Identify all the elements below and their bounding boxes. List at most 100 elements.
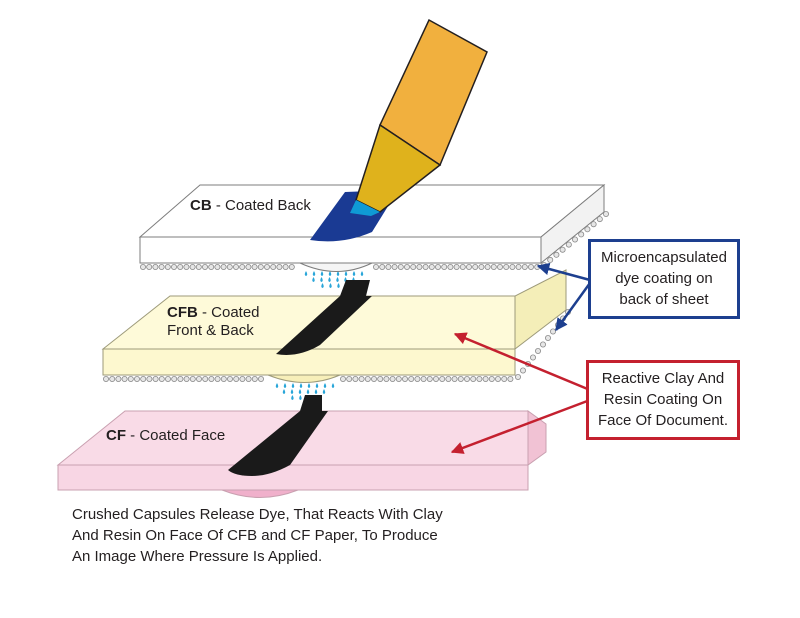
capsule-icon: [385, 263, 392, 270]
clay-callout-line: Reactive Clay And: [601, 370, 725, 387]
cb-label-text: - Coated Back: [211, 197, 311, 214]
capsule-icon: [152, 263, 159, 270]
capsule-icon: [472, 263, 479, 270]
capsule-icon: [422, 263, 429, 270]
capsule-icon: [270, 263, 277, 270]
capsule-icon: [372, 263, 379, 270]
cfb-label: CFB - Coated Front & Back: [167, 304, 260, 340]
capsule-icon: [164, 263, 171, 270]
capsule-icon: [346, 375, 353, 382]
droplet-icon: [291, 395, 294, 400]
droplet-icon: [315, 383, 319, 388]
capsule-icon: [476, 375, 483, 382]
capsule-icon: [547, 256, 554, 263]
droplet-icon: [283, 383, 287, 388]
droplet-icon: [320, 271, 324, 276]
capsule-icon: [507, 375, 514, 382]
capsule-icon: [545, 334, 552, 341]
capsule-icon: [603, 210, 610, 217]
droplet-icon: [304, 271, 308, 276]
capsule-icon: [416, 263, 423, 270]
capsule-icon: [584, 226, 591, 233]
cf-image-mark: [228, 411, 328, 476]
caption-line: An Image Where Pressure Is Applied.: [72, 548, 323, 565]
capsule-icon: [257, 375, 264, 382]
capsule-row-cb: [139, 210, 610, 270]
capsule-icon: [540, 341, 547, 348]
capsule-icon: [220, 375, 227, 382]
capsule-icon: [245, 375, 252, 382]
capsule-icon: [494, 375, 501, 382]
capsule-icon: [553, 251, 560, 258]
capsule-icon: [490, 263, 497, 270]
cf-label-text: - Coated Face: [126, 427, 226, 444]
capsule-icon: [139, 263, 146, 270]
capsule-icon: [276, 263, 283, 270]
droplet-icon: [312, 271, 316, 276]
capsule-icon: [572, 236, 579, 243]
capsule-icon: [530, 354, 537, 361]
droplet-icon: [320, 277, 323, 282]
capsule-icon: [183, 375, 190, 382]
microcapsule-callout: Microencapsulated dye coating on back of…: [588, 239, 740, 319]
droplet-icon: [321, 283, 324, 288]
capsule-icon: [170, 263, 177, 270]
droplet-icon: [344, 271, 348, 276]
microcapsule-callout-line: Microencapsulated: [601, 249, 727, 266]
capsule-icon: [451, 375, 458, 382]
capsule-icon: [403, 263, 410, 270]
capsule-icon: [208, 263, 215, 270]
droplet-icon: [336, 277, 339, 282]
capsule-icon: [146, 375, 153, 382]
cb-label-abbr: CB: [190, 197, 212, 214]
droplet-icon: [331, 383, 335, 388]
capsule-icon: [239, 375, 246, 382]
capsule-icon: [208, 375, 215, 382]
capsule-icon: [441, 263, 448, 270]
droplet-icon: [307, 383, 311, 388]
droplet-icon: [314, 389, 318, 394]
capsule-icon: [535, 347, 542, 354]
capsule-icon: [432, 375, 439, 382]
capsule-icon: [377, 375, 384, 382]
capsule-icon: [410, 263, 417, 270]
capsule-icon: [146, 263, 153, 270]
capsule-icon: [528, 263, 535, 270]
capsule-icon: [509, 263, 516, 270]
capsule-icon: [177, 263, 184, 270]
caption-line: And Resin On Face Of CFB and CF Paper, T…: [72, 527, 438, 544]
cfb-label-text: - Coated: [197, 304, 260, 321]
capsule-icon: [453, 263, 460, 270]
arrow-to-cfb-capsules: [554, 282, 592, 332]
capsule-icon: [288, 263, 295, 270]
capsule-icon: [140, 375, 147, 382]
arrow-to-cf-face: [450, 398, 591, 454]
capsule-icon: [103, 375, 110, 382]
droplet-icon: [322, 389, 326, 394]
capsule-icon: [420, 375, 427, 382]
cb-label: CB - Coated Back: [190, 197, 311, 215]
capsule-icon: [183, 263, 190, 270]
capsule-icon: [515, 373, 522, 380]
capsule-icon: [383, 375, 390, 382]
capsule-icon: [370, 375, 377, 382]
arrow-to-cb-capsules: [536, 262, 591, 282]
capsule-icon: [233, 375, 240, 382]
arrow-to-cfb-face: [453, 332, 591, 392]
capsule-icon: [226, 375, 233, 382]
droplet-icon: [328, 277, 331, 282]
capsule-icon: [520, 367, 527, 374]
capsule-icon: [550, 328, 557, 335]
capsule-icon: [395, 375, 402, 382]
capsule-icon: [239, 263, 246, 270]
capsule-icon: [115, 375, 122, 382]
cb-to-cfb-mark: [340, 280, 370, 296]
capsule-icon: [121, 375, 128, 382]
cf-label: CF - Coated Face: [106, 427, 225, 445]
capsule-icon: [439, 375, 446, 382]
capsule-icon: [463, 375, 470, 382]
capsule-icon: [501, 375, 508, 382]
capsule-icon: [263, 263, 270, 270]
capsule-icon: [484, 263, 491, 270]
